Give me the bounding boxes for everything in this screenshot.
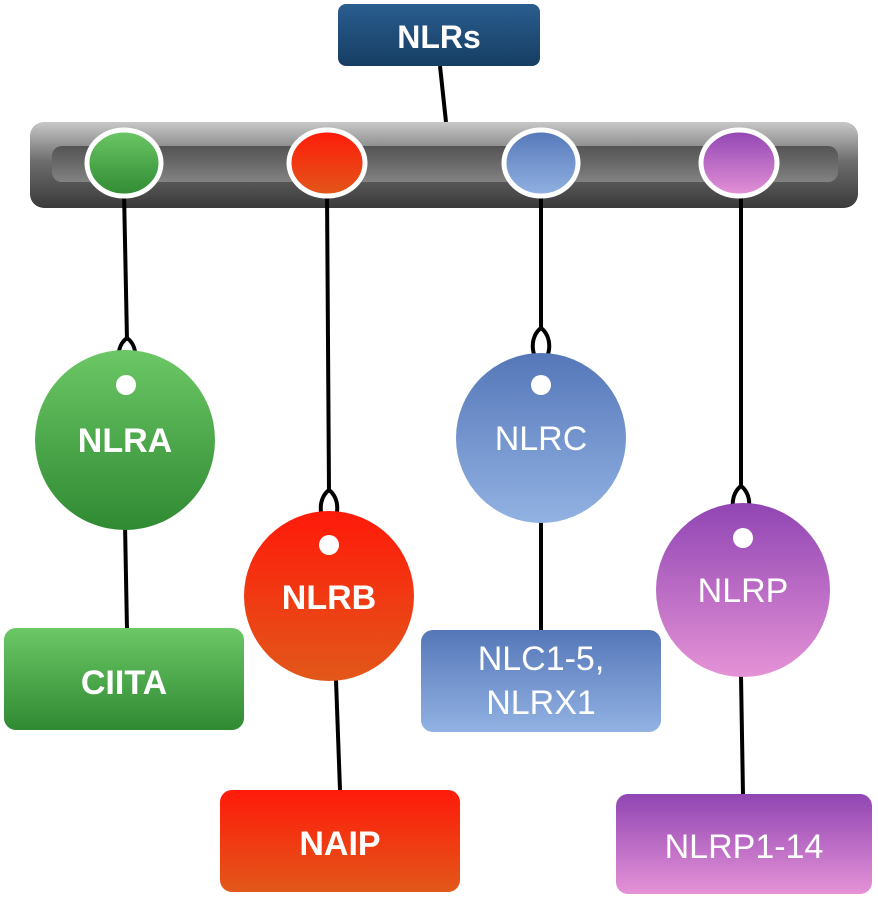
family-nlrc: NLRC <box>456 353 626 523</box>
nlra-circle <box>35 350 215 530</box>
nlrc-circle <box>456 353 626 523</box>
nlrc-bar-node <box>501 127 581 199</box>
nlrc-member-label-line1: NLC1-5, <box>478 640 605 678</box>
family-nlrb: NLRB <box>244 511 414 681</box>
nlrp-member-box: NLRP1-14 <box>616 794 872 894</box>
nlra-top-connector <box>122 191 129 341</box>
nlra-circle-hole <box>116 375 136 395</box>
family-nlra: NLRA <box>35 350 215 530</box>
nlrp-circle <box>656 503 830 677</box>
nlrp-bottom-connector <box>739 675 745 796</box>
nlrp-circle-hole <box>733 528 753 548</box>
nlrb-bar-node <box>286 127 368 199</box>
root-label: NLRs <box>397 19 481 55</box>
nlra-circle-label: NLRA <box>78 422 172 460</box>
nlrb-circle-hole <box>319 535 339 555</box>
nlrb-bottom-connector <box>334 679 342 791</box>
nlrc-member-box: NLC1-5, NLRX1 <box>421 630 661 732</box>
nlrc-circle-label: NLRC <box>495 420 588 458</box>
nlrp-circle-label: NLRP <box>698 572 789 610</box>
nlrb-member-label: NAIP <box>299 825 380 863</box>
nlrc-member-label-line2: NLRX1 <box>486 684 596 722</box>
nlra-member-box: CIITA <box>4 628 244 730</box>
nlrb-circle <box>244 511 414 681</box>
nlra-member-label: CIITA <box>81 664 167 702</box>
nlrp-member-label: NLRP1-14 <box>665 828 824 866</box>
root-connector <box>438 65 448 123</box>
nlrb-top-connector <box>325 191 331 493</box>
connectors <box>122 191 745 796</box>
bar-nodes <box>84 127 780 199</box>
nlrc-circle-hole <box>531 375 551 395</box>
nlrb-circle-label: NLRB <box>282 579 376 617</box>
nlr-bar <box>30 122 858 208</box>
nlrp-bar-node <box>698 127 780 199</box>
family-nlrp: NLRP <box>656 503 830 677</box>
nlrb-member-box: NAIP <box>220 790 460 892</box>
nlra-bottom-connector <box>123 523 129 631</box>
root-box: NLRs <box>338 4 540 66</box>
nlra-bar-node <box>84 127 164 199</box>
